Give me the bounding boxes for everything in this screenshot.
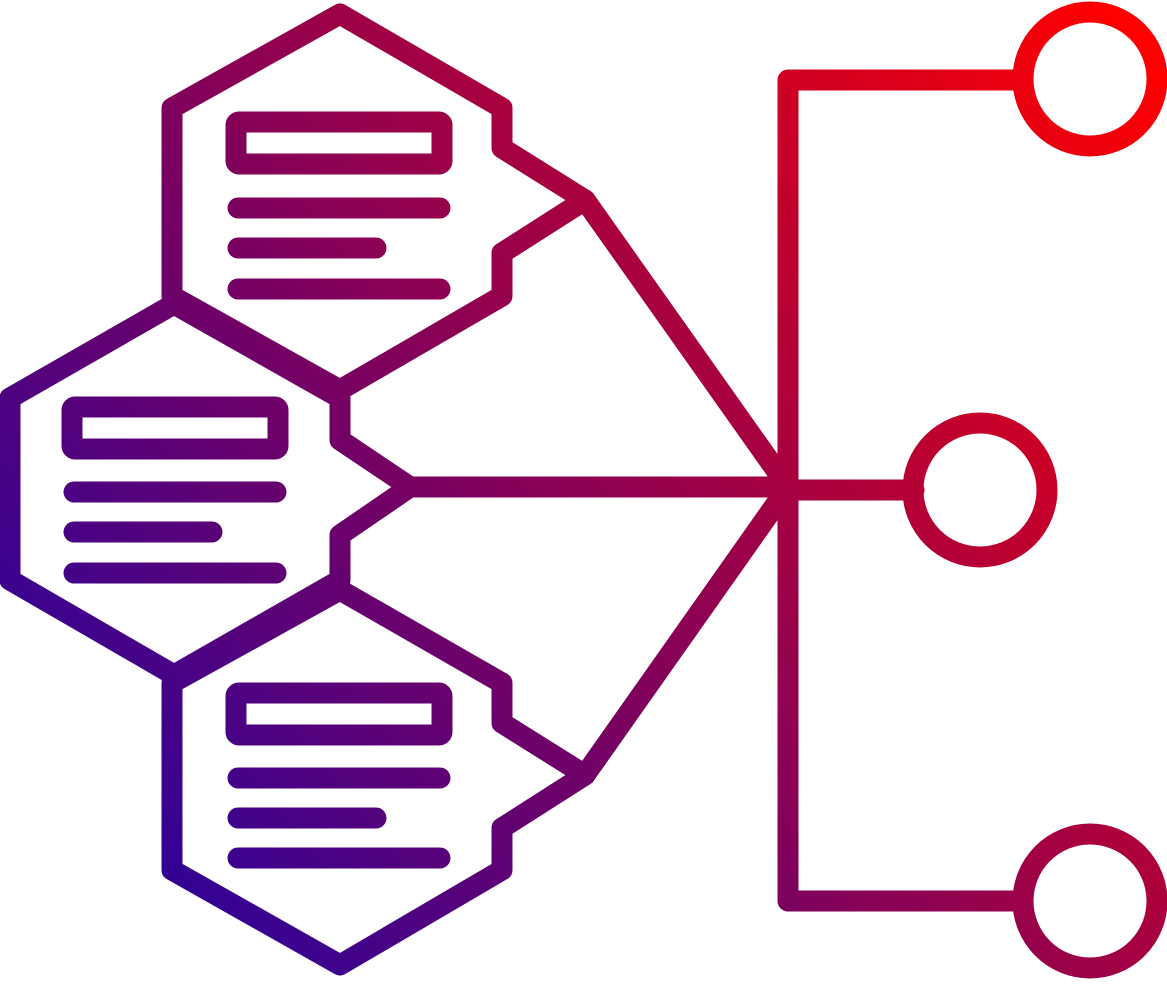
document-title-bar — [225, 682, 453, 746]
hexagon-document-middle — [0, 293, 421, 686]
document-title-bar — [225, 111, 453, 175]
output-nodes — [902, 1, 1167, 979]
hexagon-document-bottom — [161, 579, 596, 976]
document-title-bar — [61, 396, 289, 460]
hexagon-outline — [0, 293, 421, 686]
hexagon-outline — [161, 3, 596, 401]
connector-bottom — [574, 476, 799, 786]
output-node-circle — [1012, 1, 1167, 157]
output-node-circle — [1012, 823, 1167, 979]
connector-top — [574, 189, 799, 498]
output-branches — [777, 69, 1033, 912]
hub-connectors — [399, 189, 799, 786]
output-node-circle — [902, 412, 1058, 568]
hexagon-outline — [161, 579, 596, 976]
hexagon-document-top — [161, 3, 596, 401]
